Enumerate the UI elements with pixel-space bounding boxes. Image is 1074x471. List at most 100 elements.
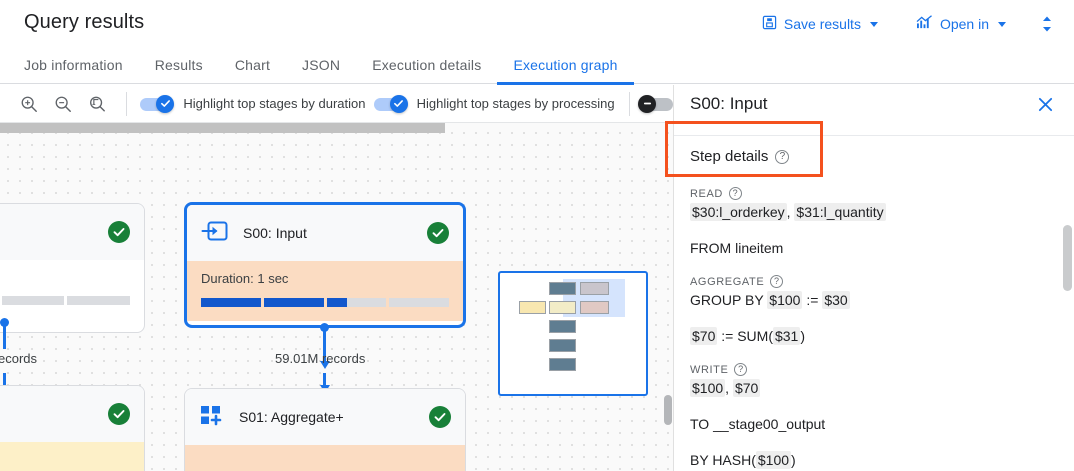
read-token-1: $30:l_orderkey xyxy=(690,203,787,221)
page-header: Query results Save results xyxy=(0,0,1074,46)
minimap-node xyxy=(519,301,546,314)
progress-segment xyxy=(389,298,449,307)
help-circle-icon[interactable]: ? xyxy=(734,363,748,376)
tab-job-information[interactable]: Job information xyxy=(8,46,139,84)
to-clause: TO __stage00_output xyxy=(690,416,826,432)
graph-edge-left xyxy=(3,323,6,349)
graph-node-s00-input[interactable]: S00: Input Duration: 1 sec xyxy=(184,202,466,328)
read-expression: $30:l_orderkey, $31:l_quantity xyxy=(690,203,1058,222)
read-comma: , xyxy=(786,204,791,220)
toggle-highlight-duration[interactable]: Highlight top stages by duration xyxy=(140,94,366,113)
switch-third-option[interactable] xyxy=(638,94,673,113)
zoom-reset-icon xyxy=(90,96,105,111)
tab-label: JSON xyxy=(302,57,341,73)
tab-execution-details[interactable]: Execution details xyxy=(356,46,497,84)
node-header: S01: Aggregate+ xyxy=(185,389,465,445)
progress-segment xyxy=(263,298,324,307)
panel-body[interactable]: Step details ? READ ? $30:l_orderkey, $3… xyxy=(674,136,1074,471)
step-details-label: Step details xyxy=(690,148,769,165)
chevron-down-icon xyxy=(998,21,1006,27)
minimap-node xyxy=(580,282,609,295)
sum-expression: $70 := SUM($31) xyxy=(690,327,1058,346)
tab-chart[interactable]: Chart xyxy=(219,46,286,84)
expand-collapse-button[interactable] xyxy=(1030,9,1064,39)
toggle-label: Highlight top stages by duration xyxy=(183,96,366,111)
sum-mid: := SUM( xyxy=(717,328,773,344)
tab-json[interactable]: JSON xyxy=(286,46,356,84)
toggle-third-option[interactable] xyxy=(638,94,673,113)
graph-node-clipped-bottom[interactable] xyxy=(0,385,145,471)
zoom-in-icon xyxy=(21,96,37,112)
progress-segment xyxy=(1,296,65,305)
switch-knob xyxy=(156,94,175,113)
graph-edge-dot-s00 xyxy=(320,323,329,332)
help-circle-icon[interactable]: ? xyxy=(770,275,784,288)
progress-segment xyxy=(201,298,261,307)
tab-execution-graph[interactable]: Execution graph xyxy=(497,46,634,85)
from-clause: FROM lineitem xyxy=(690,240,784,256)
zoom-in-button[interactable] xyxy=(14,89,44,119)
tab-results[interactable]: Results xyxy=(139,46,219,84)
node-duration-label: Duration: 1 sec xyxy=(201,271,289,286)
canvas-horizontal-scrollbar[interactable] xyxy=(0,123,445,133)
graph-edge-s00-s01 xyxy=(323,328,326,362)
panel-divider xyxy=(674,135,1074,136)
graph-edge-arrowhead xyxy=(319,361,330,369)
progress-segment xyxy=(326,298,387,307)
help-circle-icon[interactable]: ? xyxy=(728,187,742,200)
group-by-prefix: GROUP BY xyxy=(690,292,768,308)
sum-suffix: ) xyxy=(800,328,806,344)
graph-node-clipped-top[interactable] xyxy=(0,203,145,333)
node-body xyxy=(185,445,465,471)
close-button[interactable] xyxy=(1030,89,1060,119)
execution-graph-canvas[interactable]: ecords S00: Inp xyxy=(0,123,673,471)
graph-node-s01-aggregate[interactable]: S01: Aggregate+ xyxy=(184,388,466,471)
chart-bar-icon xyxy=(916,15,933,33)
header-actions: Save results Open in xyxy=(752,9,1064,39)
write-kicker: WRITE ? xyxy=(690,363,1058,376)
minus-icon xyxy=(643,102,651,105)
success-check-icon xyxy=(427,222,449,244)
panel-title: S00: Input xyxy=(690,94,768,113)
toggle-label: Highlight top stages by processing xyxy=(416,96,615,111)
node-header xyxy=(0,386,144,442)
save-results-icon xyxy=(762,15,777,33)
canvas-vertical-scrollbar[interactable] xyxy=(664,395,672,425)
chevron-down-icon xyxy=(869,21,878,27)
step-details-heading: Step details ? xyxy=(690,148,1058,165)
read-label: READ xyxy=(690,187,723,200)
sum-token-2: $31 xyxy=(772,327,801,345)
aggregate-kicker: AGGREGATE ? xyxy=(690,275,1058,288)
zoom-out-button[interactable] xyxy=(48,89,78,119)
graph-toolbar: Highlight top stages by duration Highlig… xyxy=(0,85,673,123)
check-icon xyxy=(160,100,170,107)
success-check-icon xyxy=(108,403,130,425)
open-in-button[interactable]: Open in xyxy=(906,10,1016,38)
toggle-highlight-processing[interactable]: Highlight top stages by processing xyxy=(373,94,615,113)
write-token: $100 xyxy=(690,379,726,397)
success-check-icon xyxy=(429,406,451,428)
save-results-button[interactable]: Save results xyxy=(752,10,888,38)
help-circle-icon[interactable]: ? xyxy=(775,149,790,164)
graph-edge-s00-s01-lower xyxy=(323,373,326,393)
panel-header: S00: Input xyxy=(674,85,1074,123)
graph-edge-left-lower xyxy=(3,373,6,395)
read-token-2: $31:l_quantity xyxy=(794,203,886,221)
switch-highlight-duration[interactable] xyxy=(140,94,175,113)
panel-scrollbar[interactable] xyxy=(1063,225,1072,291)
by-hash-token: $100 xyxy=(755,451,792,469)
zoom-out-icon xyxy=(55,96,71,112)
tab-label: Chart xyxy=(234,57,271,73)
tab-list: Job information Results Chart JSON Execu… xyxy=(0,46,1074,85)
zoom-controls xyxy=(0,89,112,119)
graph-edge-label-left: ecords xyxy=(0,351,38,366)
switch-knob xyxy=(389,94,408,113)
group-by-expression: GROUP BY $100 := $30 xyxy=(690,291,1058,310)
check-icon xyxy=(394,100,404,107)
write-label: WRITE xyxy=(690,363,729,376)
by-hash-suffix: ) xyxy=(791,452,796,468)
graph-minimap[interactable] xyxy=(498,271,648,396)
switch-highlight-processing[interactable] xyxy=(373,94,408,113)
tab-label: Execution details xyxy=(372,57,482,73)
zoom-reset-button[interactable] xyxy=(82,89,112,119)
